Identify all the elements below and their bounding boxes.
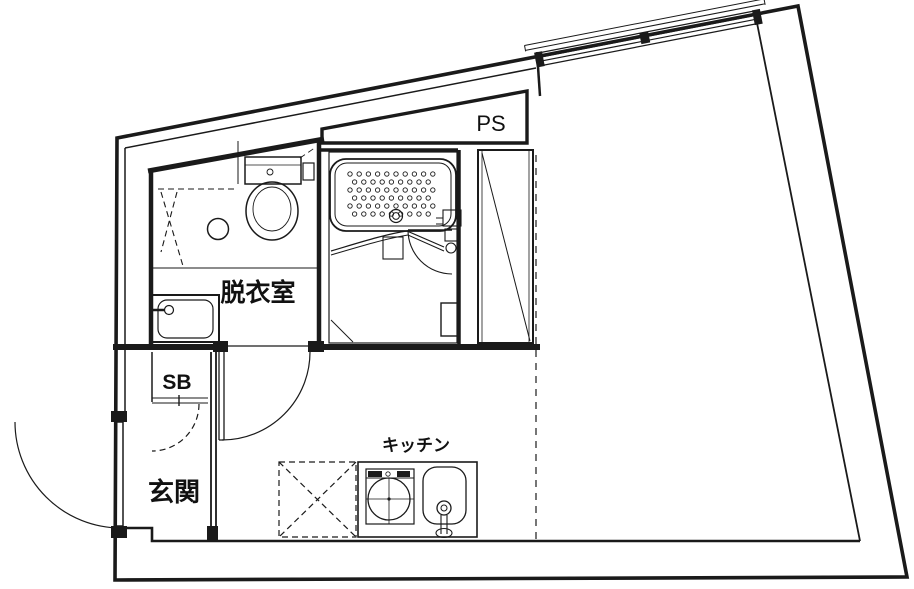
- entrance-door-jamb-bottom: [111, 526, 127, 538]
- top-window: [524, 0, 766, 68]
- bath-spout-lines: [436, 217, 443, 225]
- door-jamb-right: [308, 341, 324, 352]
- unit-bath-panel: [328, 151, 458, 344]
- bathtub-drain-inner: [392, 212, 400, 220]
- bath-corner-mark: [330, 319, 354, 343]
- washer-space-dashed-slant2: [160, 191, 178, 253]
- sink-faucet-foot: [435, 527, 453, 539]
- toilet-supply-dash: [299, 146, 317, 159]
- bath-faucet-box: [444, 228, 460, 242]
- entrance-wall-end-cap: [207, 526, 218, 540]
- window-sill-end-tick: [524, 45, 527, 52]
- stove-control-right: [397, 471, 410, 477]
- dressing-room-label: 脱衣室: [220, 278, 295, 307]
- bathtub-dots: [347, 171, 436, 217]
- stove: [365, 468, 415, 525]
- toilet-tank: [244, 156, 302, 185]
- toilet-bowl-inner: [252, 186, 292, 232]
- sink-faucet-stem: [440, 515, 448, 534]
- refrigerator-space: [278, 461, 357, 538]
- storage-diagonal: [481, 152, 531, 342]
- window-wall-stub: [535, 51, 542, 97]
- bath-shower-knob: [445, 242, 457, 254]
- storage-outline: [477, 149, 534, 344]
- bath-ledge-line1: [330, 230, 445, 252]
- dressing-room: 脱衣室: [150, 141, 317, 343]
- entrance-label: 玄関: [148, 477, 200, 507]
- bottom-wall-inner-line: [127, 526, 860, 543]
- stove-knob: [385, 471, 391, 477]
- toilet-tank-knob: [266, 168, 274, 176]
- entrance-door-swing-arc: [14, 421, 122, 529]
- fridge-dashed-cross: [278, 461, 357, 538]
- storage-inner-lines: [481, 150, 530, 343]
- stove-control-left: [368, 471, 382, 477]
- bathtub: [329, 158, 457, 232]
- washer-drain-circle: [206, 217, 230, 241]
- window-center-mullion: [639, 31, 651, 45]
- storage-duct: [477, 149, 534, 344]
- shoe-box-label: SB: [162, 371, 191, 394]
- kitchen: キッチン: [278, 436, 478, 539]
- washbasin: [150, 294, 220, 343]
- washbasin-faucet: [163, 304, 175, 316]
- dressing-door-swing-arc: [221, 351, 311, 441]
- bath-faucet-cluster: [436, 209, 462, 254]
- washbasin-counter: [150, 294, 220, 343]
- entrance-door-jamb-top: [111, 411, 127, 422]
- stove-center-dot: [387, 497, 391, 501]
- shoe-box-shelf-lines: [152, 397, 208, 404]
- top-wall-inner-line: [124, 67, 537, 149]
- bath-step: [382, 236, 404, 260]
- entrance-door-leaf: [115, 421, 124, 527]
- washer-space-dashed-slant1: [160, 191, 184, 267]
- toilet-control-box: [302, 162, 315, 181]
- window-right-jamb: [751, 8, 763, 26]
- kitchen-label: キッチン: [382, 436, 450, 455]
- kitchen-counter: [357, 461, 478, 538]
- toilet-bowl: [245, 181, 299, 241]
- sink-faucet-inner: [440, 504, 448, 512]
- window-outer-sill-line2: [525, 3, 766, 51]
- fridge-dashed-box: [278, 461, 357, 538]
- window-sill-end-tick2: [763, 0, 766, 5]
- washbasin-bowl: [157, 299, 214, 339]
- bathtub-drain: [388, 208, 404, 224]
- bathroom: [319, 148, 462, 345]
- sink-faucet-base: [436, 500, 452, 516]
- sink-basin: [422, 466, 467, 525]
- dressing-room-door: [218, 351, 311, 441]
- bath-door-swing-arc: [407, 229, 453, 275]
- dressing-room-top-wall: [147, 136, 325, 174]
- bathtub-inner: [334, 162, 452, 227]
- entrance-hall: SB 玄関: [14, 352, 218, 540]
- window-track-line4: [540, 22, 759, 67]
- entrance-east-wall: [210, 352, 217, 540]
- entrance-dashed-swing-arc: [151, 403, 200, 452]
- right-wall-inner-line: [756, 22, 861, 542]
- window-outer-sill-line: [524, 0, 765, 46]
- toilet: [244, 146, 317, 241]
- kitchen-sink: [422, 466, 467, 539]
- bath-counter-box: [440, 302, 460, 337]
- pipe-space-label: PS: [476, 111, 505, 136]
- door-jamb-left: [213, 341, 228, 352]
- stove-body: [365, 468, 415, 525]
